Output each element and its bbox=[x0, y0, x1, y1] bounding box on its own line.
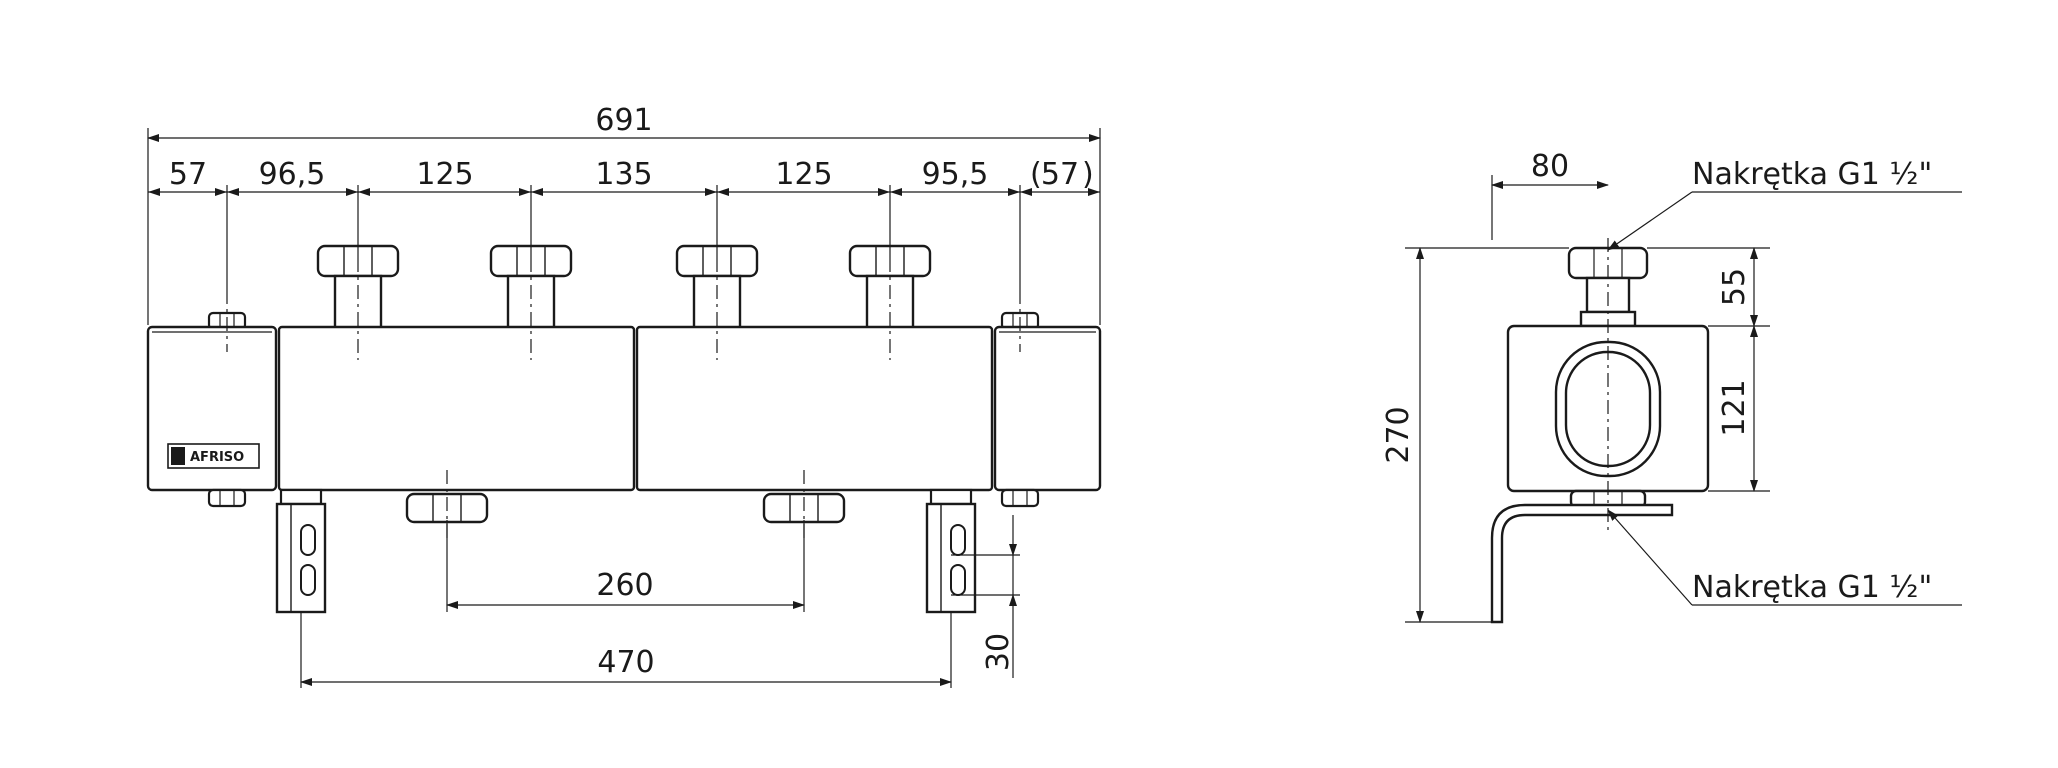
right-end-cap bbox=[993, 325, 1102, 492]
front-view: AFRISO 691 bbox=[146, 103, 1102, 688]
label-bottom-nut: Nakrętka G1 ½" bbox=[1692, 570, 1932, 605]
manifold-section-right bbox=[635, 325, 994, 492]
dim-segment-3: 125 bbox=[416, 157, 473, 192]
dim-segment-6: 95,5 bbox=[922, 157, 989, 192]
dim-segment-5: 125 bbox=[775, 157, 832, 192]
dim-side-total-height: 270 bbox=[1381, 406, 1416, 463]
svg-text:): ) bbox=[1082, 157, 1094, 192]
brand-label: AFRISO bbox=[190, 450, 244, 465]
svg-text:57: 57 bbox=[1041, 157, 1079, 192]
manifold-section-left bbox=[277, 325, 636, 492]
end-cap-drain-nut-left bbox=[207, 488, 247, 508]
label-top-nut: Nakrętka G1 ½" bbox=[1692, 157, 1932, 192]
dim-side-body-height: 121 bbox=[1717, 379, 1752, 436]
dim-segment-1: 57 bbox=[169, 157, 207, 192]
dim-segment-7-reference: ( 57 ) bbox=[1030, 157, 1094, 192]
dim-bracket-slot-pitch: 30 bbox=[981, 633, 1016, 671]
dim-segment-2: 96,5 bbox=[259, 157, 326, 192]
dim-side-nut-height: 55 bbox=[1717, 268, 1752, 306]
dim-segment-4: 135 bbox=[595, 157, 652, 192]
wall-bracket-left bbox=[275, 488, 327, 614]
side-view: 80 270 55 121 Nakrętka G1 ½" Nakrętka G1… bbox=[1381, 149, 1962, 624]
brand-logo: AFRISO bbox=[167, 443, 260, 469]
dim-bottom-outlet-spacing: 260 bbox=[596, 568, 653, 603]
side-wall-bracket bbox=[1490, 503, 1674, 624]
dim-overall-width: 691 bbox=[595, 103, 652, 138]
dim-side-width: 80 bbox=[1531, 149, 1569, 184]
svg-text:(: ( bbox=[1030, 157, 1042, 192]
end-cap-drain-nut-right bbox=[1000, 488, 1040, 508]
dim-bracket-spacing: 470 bbox=[597, 645, 654, 680]
wall-bracket-right bbox=[925, 488, 977, 614]
